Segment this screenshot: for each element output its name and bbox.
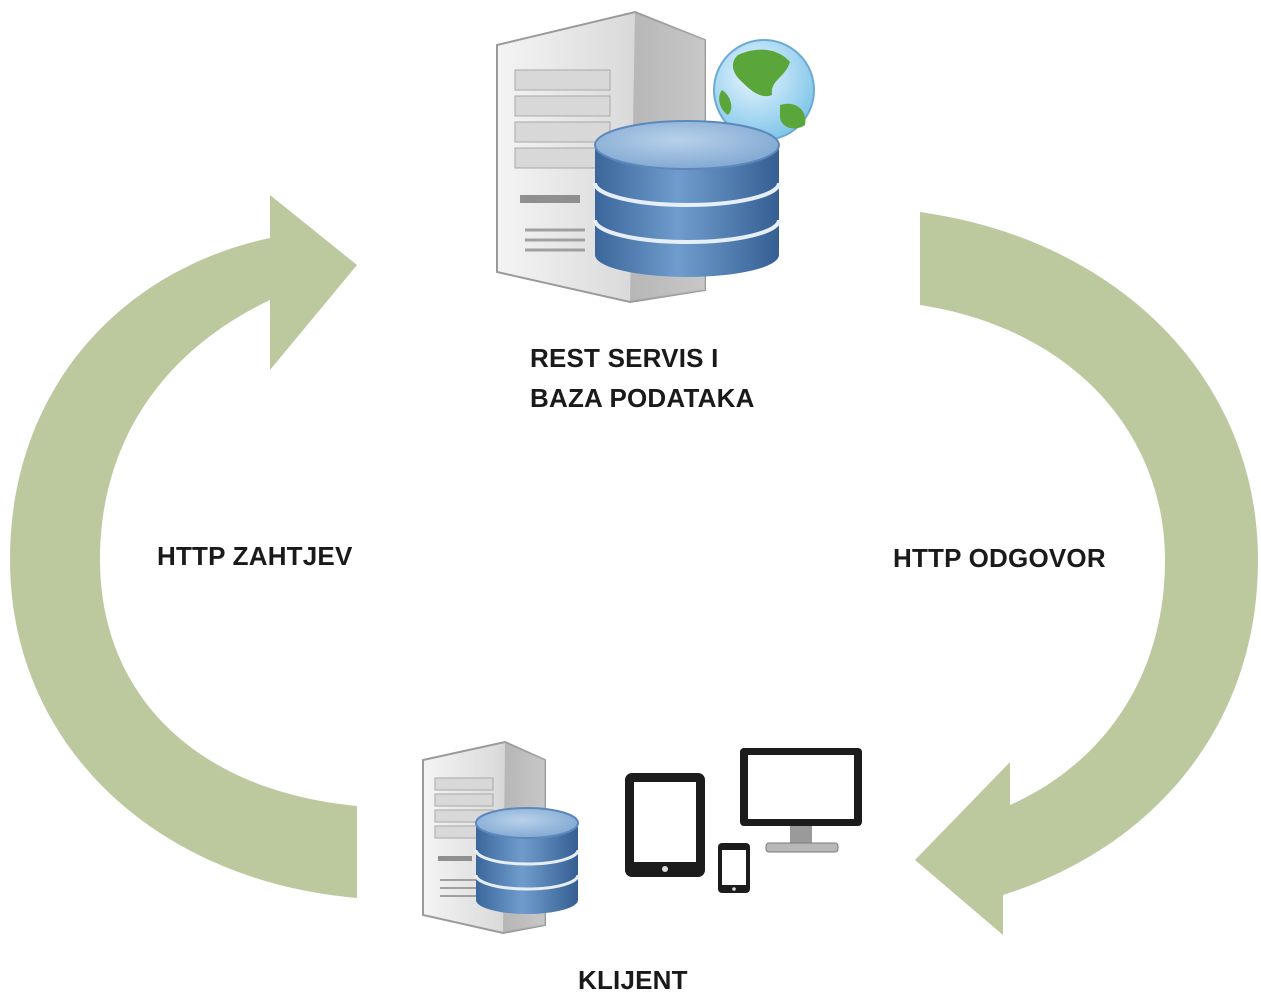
phone-icon [718,843,750,893]
server-label: REST SERVIS I BAZA PODATAKA [530,338,755,418]
database-icon [474,807,580,914]
client-node-icons [422,740,862,935]
request-arrow [10,195,357,898]
request-label: HTTP ZAHTJEV [157,541,353,571]
monitor-icon [740,748,862,853]
response-arrow [915,212,1258,935]
server-label-line1: REST SERVIS I [530,343,719,373]
client-label: KLIJENT [578,965,688,995]
response-label: HTTP ODGOVOR [893,543,1106,573]
server-node-icons [496,10,815,304]
globe-icon [713,39,815,141]
server-label-line2: BAZA PODATAKA [530,383,755,413]
tablet-icon [625,773,705,877]
database-icon [593,120,781,277]
